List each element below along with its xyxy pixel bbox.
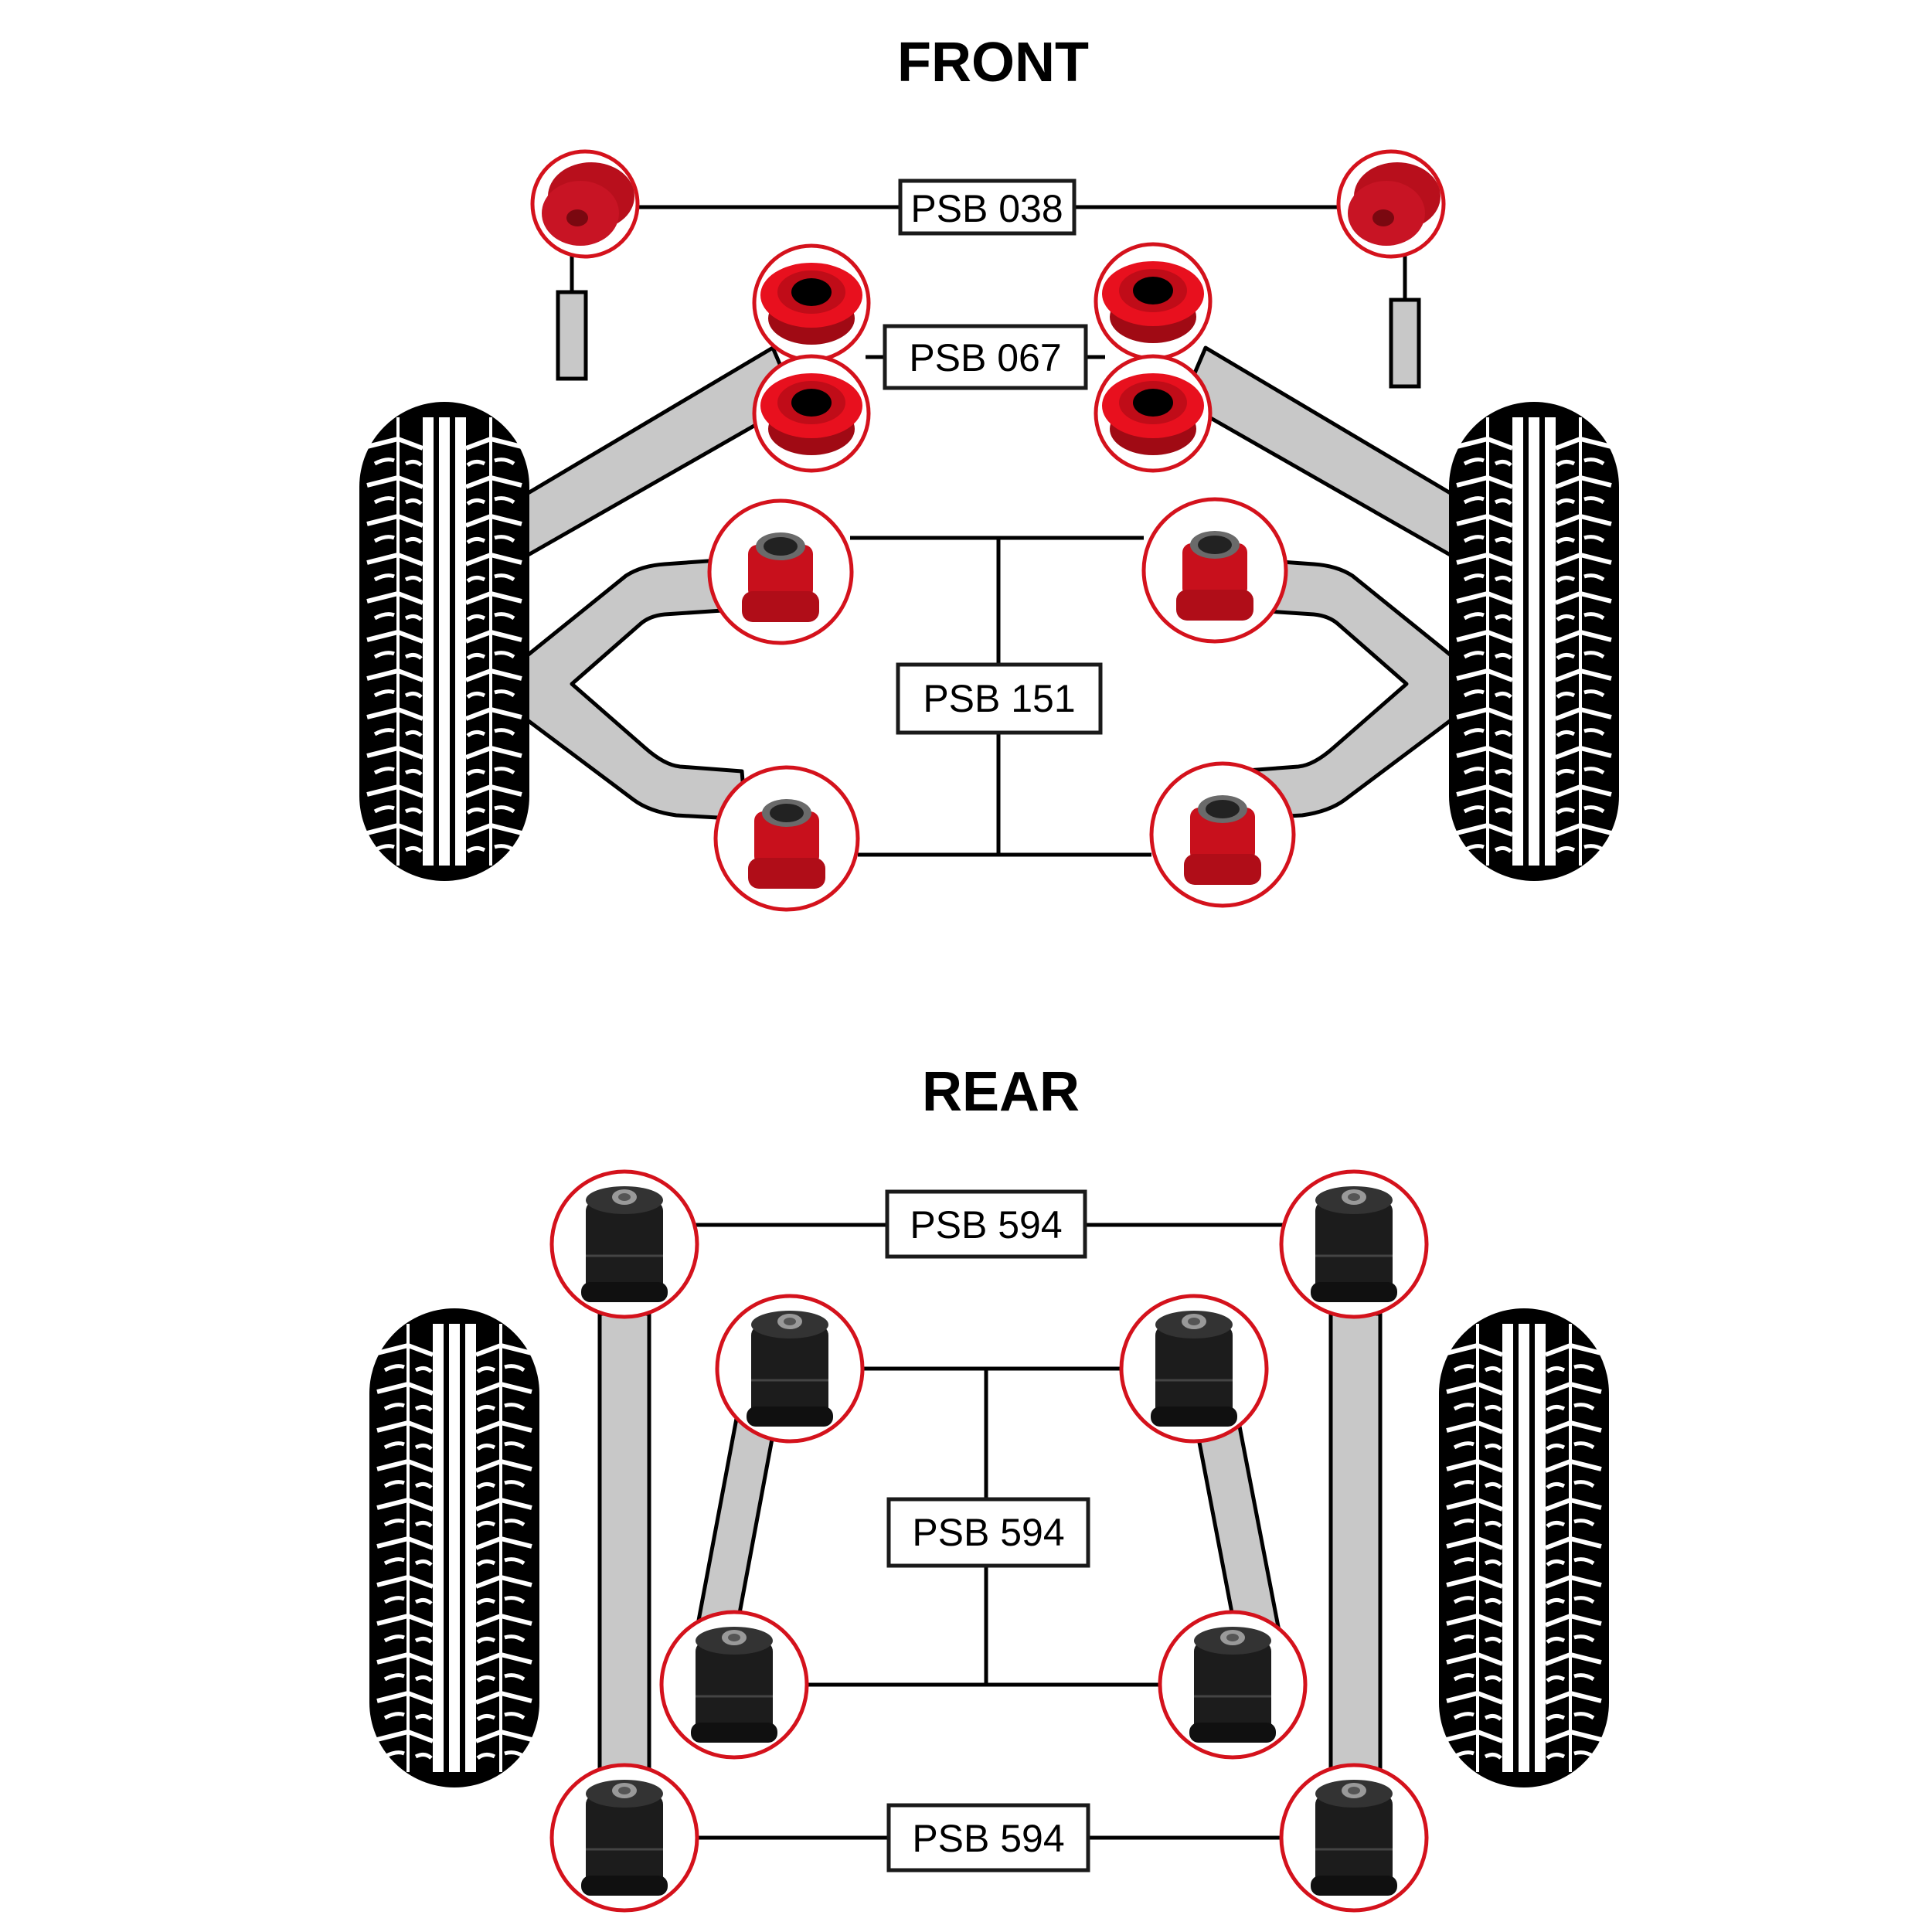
bush-psb594-bottom-left — [549, 1763, 699, 1913]
label-psb067: PSB 067 — [883, 324, 1088, 390]
label-psb594-bottom-text: PSB 594 — [912, 1817, 1064, 1860]
label-psb151: PSB 151 — [896, 662, 1103, 735]
bush-psb594-mid-lower-right — [1158, 1610, 1308, 1760]
left-drop-link — [556, 290, 588, 381]
bush-psb594-mid-upper-right — [1119, 1294, 1269, 1444]
bush-psb151-left-upper — [707, 498, 854, 645]
label-psb594-bottom: PSB 594 — [886, 1803, 1090, 1872]
bush-psb067-right-upper — [1094, 242, 1213, 361]
label-psb151-text: PSB 151 — [923, 677, 1075, 720]
bush-psb067-left-lower — [752, 354, 871, 473]
bush-psb594-bottom-right — [1279, 1763, 1429, 1913]
label-psb594-top-text: PSB 594 — [910, 1203, 1062, 1247]
bush-psb594-mid-lower-left — [659, 1610, 809, 1760]
label-psb594-middle-text: PSB 594 — [912, 1511, 1064, 1554]
label-psb067-text: PSB 067 — [909, 336, 1061, 379]
bush-psb594-mid-upper-left — [715, 1294, 865, 1444]
front-title: FRONT — [897, 32, 1089, 94]
rear-right-angled-arm — [1192, 1408, 1281, 1639]
front-right-lower-wishbone — [1230, 558, 1455, 821]
bush-psb038-right — [1336, 149, 1446, 259]
rear-left-angled-arm — [693, 1408, 779, 1645]
bush-psb594-top-right — [1279, 1169, 1429, 1319]
label-psb038: PSB 038 — [898, 179, 1077, 236]
front-right-tyre-icon — [1447, 400, 1621, 883]
front-left-tyre-icon — [358, 400, 531, 883]
label-psb594-top: PSB 594 — [885, 1189, 1087, 1259]
front-left-lower-wishbone — [523, 558, 748, 821]
rear-right-trailing-arm — [1328, 1311, 1383, 1780]
label-psb038-text: PSB 038 — [910, 187, 1063, 230]
rear-left-tyre-icon — [368, 1307, 541, 1789]
bush-psb151-left-lower — [713, 765, 860, 912]
rear-left-trailing-arm — [597, 1311, 651, 1780]
bush-psb594-top-left — [549, 1169, 699, 1319]
right-drop-link — [1389, 298, 1421, 389]
bush-psb067-right-lower — [1094, 354, 1213, 473]
rear-right-tyre-icon — [1437, 1307, 1611, 1789]
bush-psb151-right-upper — [1141, 497, 1288, 644]
bush-psb067-left-upper — [752, 243, 871, 362]
label-psb594-middle: PSB 594 — [886, 1497, 1090, 1568]
rear-title: REAR — [922, 1061, 1080, 1123]
bush-psb151-right-lower — [1149, 761, 1296, 908]
bush-psb038-left — [530, 149, 640, 259]
